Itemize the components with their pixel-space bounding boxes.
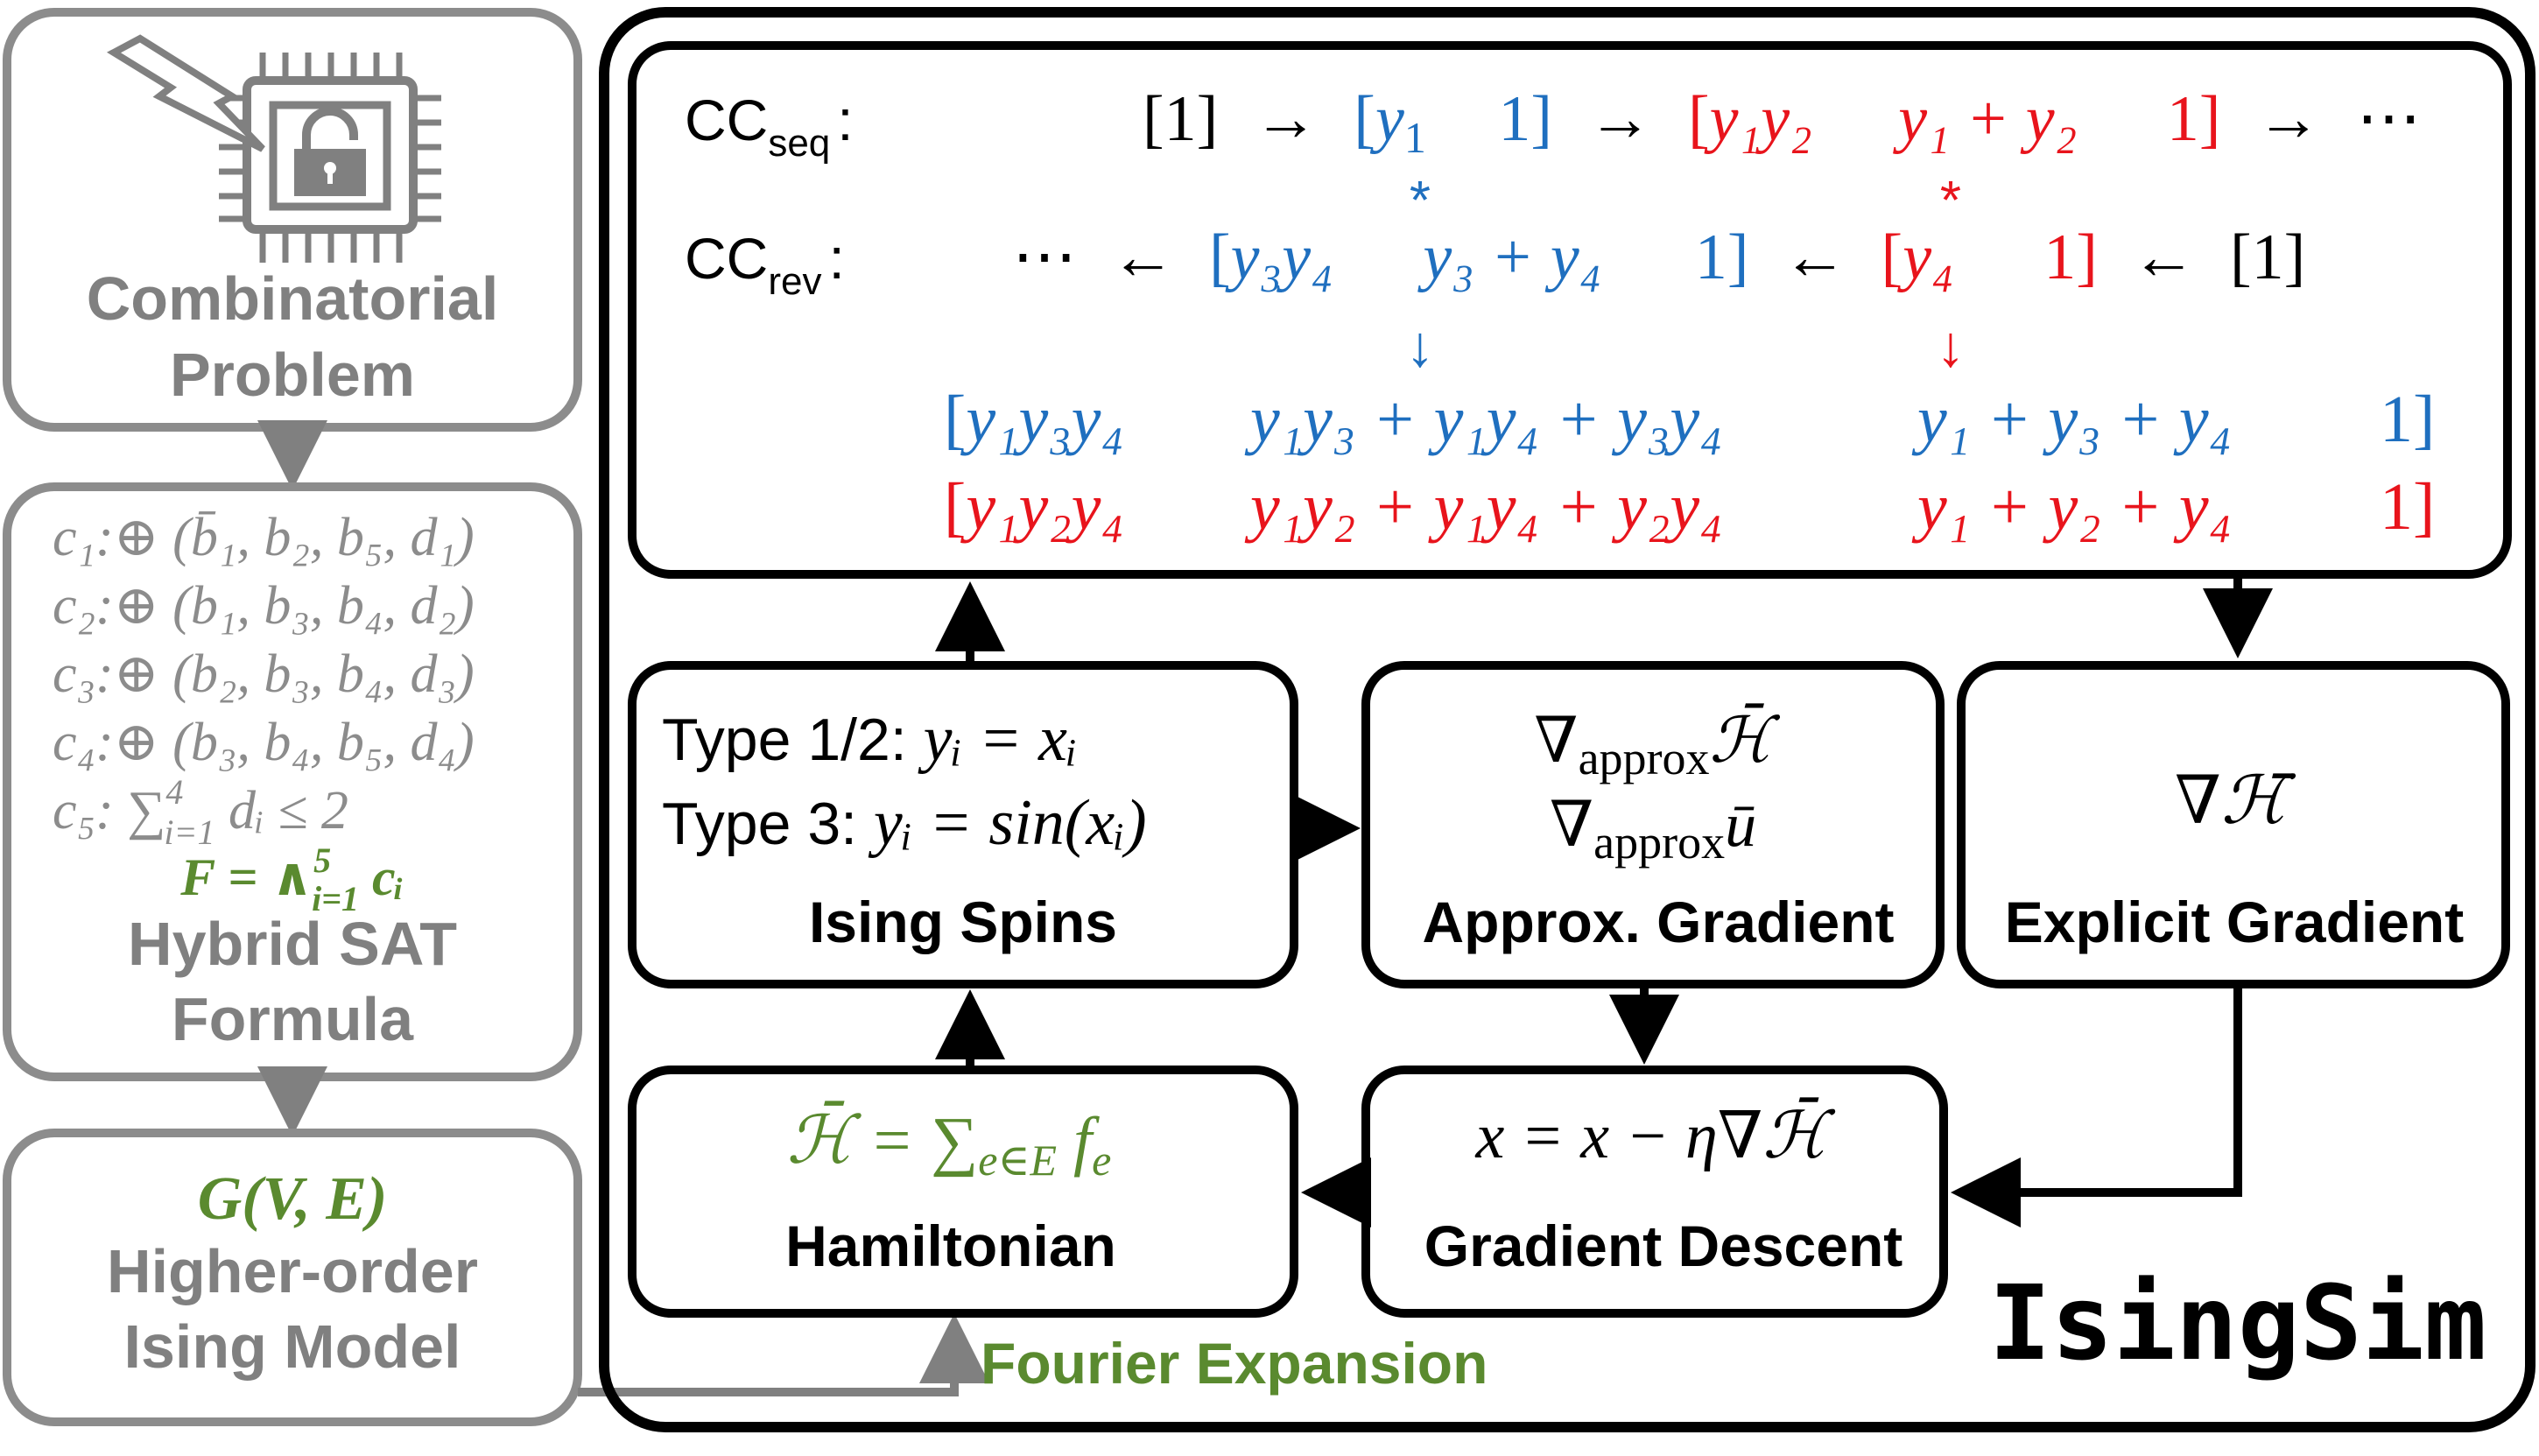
red-down-arrow: ↓ <box>1937 313 1966 378</box>
ising-line2: Ising Model <box>124 1312 461 1381</box>
coefficient-chain-box: CCseq: [1] → [y1 1] → [y₁y₂ y₁ + y₂ 1] →… <box>628 41 2512 579</box>
blue-result-row: [y₁y₃y₄ y₁y₃ + y₁y₄ + y₃y₄ y₁ + y₃ + y₄ … <box>944 383 2435 456</box>
arrow-ising-to-hamiltonian <box>578 1313 989 1396</box>
flow-arrows <box>935 574 2273 1227</box>
fourier-expansion-label: Fourier Expansion <box>981 1331 1488 1396</box>
clause-c3: c₃:⊕ (b₂, b₃, b₄, d₃) <box>53 644 475 704</box>
blue-star: * <box>1410 171 1431 231</box>
explicit-gradient-title: Explicit Gradient <box>2005 890 2464 954</box>
sat-line1: Hybrid SAT <box>128 910 457 978</box>
red-result-row: [y₁y₂y₄ y₁y₂ + y₁y₄ + y₂y₄ y₁ + y₂ + y₄ … <box>944 470 2435 544</box>
cc-seq-row: [1] → [y1 1] → [y₁y₂ y₁ + y₂ 1] → ⋯ <box>1143 83 2422 167</box>
problem-line1: Combinatorial <box>87 264 499 333</box>
hamiltonian-title: Hamiltonian <box>785 1213 1116 1278</box>
gradient-descent-expr: x = x − η∇ℋ̄ <box>1474 1097 1836 1172</box>
ising-spins-title: Ising Spins <box>809 890 1117 954</box>
clause-c1: c₁:⊕ (b̄₁, b₂, b₅, d₁) <box>53 508 475 567</box>
explicit-gradient-box: ∇ℋ̄ Explicit Gradient <box>1957 661 2510 988</box>
gradient-descent-box: x = x − η∇ℋ̄ Gradient Descent <box>1361 1066 1948 1318</box>
ising-model-box: G(V, E) Higher-order Ising Model <box>3 1129 582 1426</box>
isingsim-label: IsingSim <box>1989 1263 2486 1383</box>
clause-c2: c₂:⊕ (b₁, b₃, b₄, d₂) <box>53 576 475 636</box>
type12-mapping: Type 1/2: yᵢ = xᵢ <box>662 703 1078 775</box>
problem-line2: Problem <box>170 341 415 409</box>
gradient-descent-title: Gradient Descent <box>1424 1213 1903 1278</box>
graph-notation: G(V, E) <box>198 1165 388 1233</box>
cc-seq-label: CCseq: <box>685 88 854 165</box>
approx-gradient-box: ∇approxℋ̄ ∇approxū Approx. Gradient <box>1361 661 1945 988</box>
arrow-explicit-to-descent <box>1951 984 2242 1227</box>
ising-spins-box: Type 1/2: yᵢ = xᵢ Type 3: yᵢ = sin(xᵢ) I… <box>628 661 1298 988</box>
chip-lock-icon <box>106 34 441 263</box>
hamiltonian-box: ℋ̄ = ∑e∈E fe Hamiltonian <box>628 1066 1298 1318</box>
hybrid-sat-box: c₁:⊕ (b̄₁, b₂, b₅, d₁) c₂:⊕ (b₁, b₃, b₄,… <box>3 482 582 1081</box>
ising-line1: Higher-order <box>107 1237 478 1305</box>
approx-hamiltonian-gradient: ∇approxℋ̄ <box>1534 703 1780 784</box>
blue-down-arrow: ↓ <box>1406 313 1435 378</box>
sat-line2: Formula <box>172 985 414 1053</box>
hamiltonian-expr: ℋ̄ = ∑e∈E fe <box>787 1101 1112 1185</box>
cc-rev-row: ⋯ ← [y₃y₄ y₃ + y₄ 1] ← [y₄ 1] ← [1] <box>1012 222 2305 293</box>
red-star: * <box>1940 171 1961 231</box>
cc-rev-label: CCrev: <box>685 226 845 303</box>
clause-c4: c₄:⊕ (b₃, b₄, b₅, d₄) <box>53 713 475 772</box>
approx-gradient-title: Approx. Gradient <box>1422 890 1894 954</box>
type3-mapping: Type 3: yᵢ = sin(xᵢ) <box>662 787 1147 859</box>
isingsim-frame <box>599 7 2535 1432</box>
approx-u-gradient: ∇approxū <box>1550 790 1756 869</box>
combinatorial-problem-box: Combinatorial Problem <box>3 8 582 432</box>
explicit-gradient-expr: ∇ℋ̄ <box>2175 764 2296 838</box>
